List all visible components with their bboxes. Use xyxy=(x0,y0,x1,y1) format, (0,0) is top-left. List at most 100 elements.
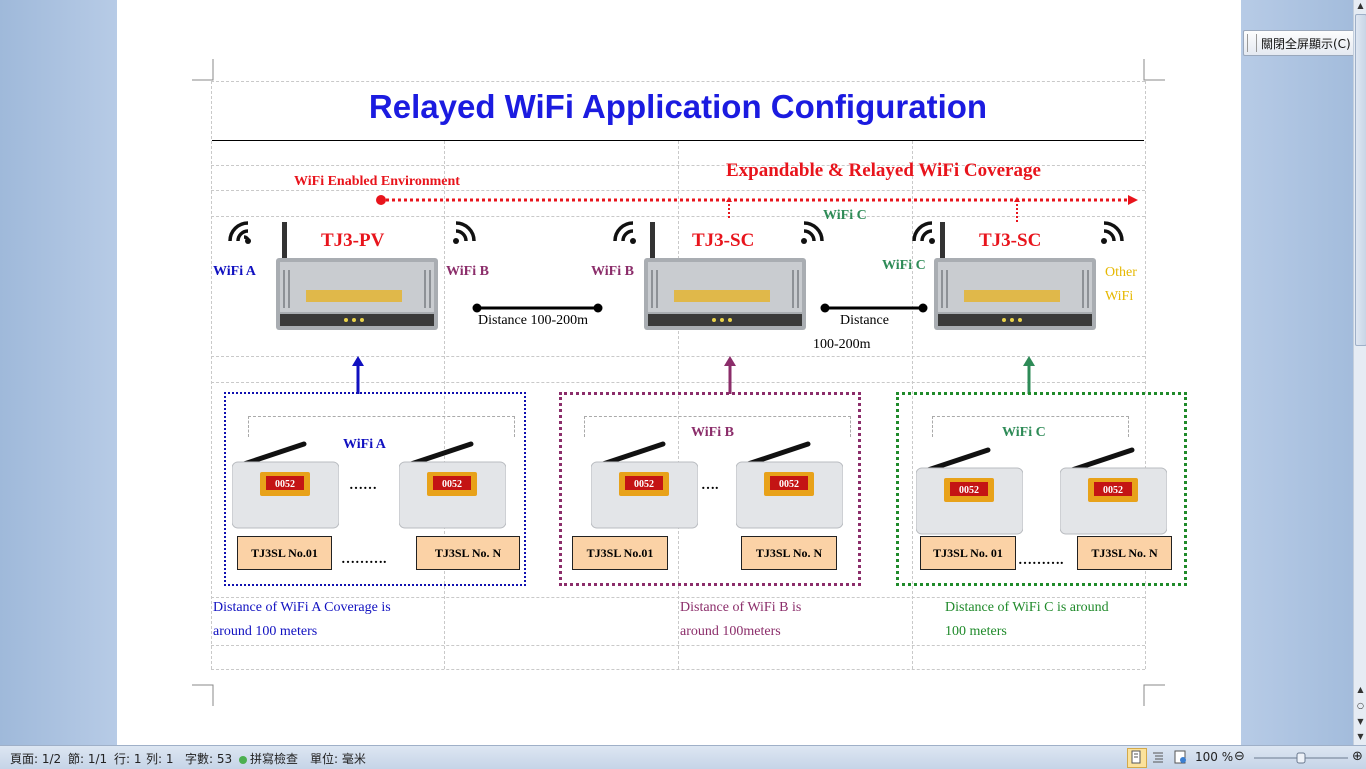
scrollbar-thumb[interactable] xyxy=(1355,14,1366,346)
zone-bracket xyxy=(248,416,515,437)
status-column[interactable]: 列: 1 xyxy=(146,752,174,766)
zone-title-a: WiFi A xyxy=(343,437,386,452)
relay-device-image xyxy=(934,222,1096,330)
sensor-label: TJ3SL No.01 xyxy=(237,536,332,570)
status-bar: 頁面: 1/2 節: 1/1 行: 1 列: 1 字數: 53 拼寫檢查 單位:… xyxy=(0,745,1366,769)
wifi-signal-icon xyxy=(801,221,824,244)
coverage-note-b: Distance of WiFi B is xyxy=(680,600,802,615)
wifi-signal-icon xyxy=(613,221,636,244)
wifi-signal-icon xyxy=(453,221,476,244)
scroll-down-icon[interactable]: ▼ xyxy=(1357,732,1364,741)
relay-device-image xyxy=(644,222,806,330)
coverage-label: Expandable & Relayed WiFi Coverage xyxy=(726,160,1041,181)
wifi-c-label: WiFi C xyxy=(882,258,926,273)
wifi-b-label: WiFi B xyxy=(446,264,489,279)
vertical-scrollbar[interactable]: ▲ ▲ ○ ▼ ▼ xyxy=(1353,0,1366,745)
svg-text:0052: 0052 xyxy=(1103,485,1123,496)
coverage-note-a: Distance of WiFi A Coverage is xyxy=(213,600,391,615)
other-wifi-label-line1: Other xyxy=(1105,265,1137,280)
crop-mark-top-right xyxy=(1143,59,1165,81)
status-page[interactable]: 頁面: 1/2 xyxy=(10,752,62,766)
zoom-level[interactable]: 100 % xyxy=(1195,750,1234,764)
ellipsis: …… xyxy=(349,478,377,493)
zone-title-c: WiFi C xyxy=(1002,425,1046,440)
svg-text:0052: 0052 xyxy=(442,479,462,490)
distance-label: Distance 100-200m xyxy=(478,313,589,328)
environment-label: WiFi Enabled Environment xyxy=(294,174,460,189)
svg-text:0052: 0052 xyxy=(634,479,654,490)
coverage-arrow xyxy=(376,195,1138,224)
distance-connector xyxy=(820,303,928,313)
coverage-note-a: around 100 meters xyxy=(213,624,318,639)
close-fullscreen-label: 關閉全屏顯示(C) xyxy=(1261,36,1351,51)
select-browse-object-icon[interactable]: ○ xyxy=(1357,701,1364,710)
sensor-device-image: 0052 xyxy=(916,447,1023,535)
sensor-device-image: 0052 xyxy=(736,441,843,529)
uplink-arrow xyxy=(352,356,364,394)
workspace-left xyxy=(0,0,117,745)
scroll-prev-page-icon[interactable]: ▲ xyxy=(1357,685,1364,694)
coverage-note-c: 100 meters xyxy=(945,624,1007,639)
close-fullscreen-button[interactable]: 關閉全屏顯示(C) xyxy=(1243,30,1359,56)
distance-label: Distance xyxy=(840,313,889,328)
outline-view-icon[interactable] xyxy=(1149,748,1169,768)
ellipsis: ………. xyxy=(341,552,387,567)
coverage-note-c: Distance of WiFi C is around xyxy=(945,600,1109,615)
wifi-b-label: WiFi B xyxy=(591,264,634,279)
status-unit[interactable]: 單位: 毫米 xyxy=(310,752,366,766)
zone-wifi-a xyxy=(224,392,526,586)
svg-text:0052: 0052 xyxy=(959,485,979,496)
sensor-label: TJ3SL No. N xyxy=(416,536,520,570)
spelling-label: 拼寫檢查 xyxy=(250,752,299,766)
diagram-title: Relayed WiFi Application Configuration xyxy=(368,88,988,125)
sensor-device-image: 0052 xyxy=(232,441,339,529)
zone-bracket xyxy=(932,416,1129,437)
crop-mark-top-left xyxy=(192,59,214,81)
coverage-note-b: around 100meters xyxy=(680,624,781,639)
sensor-device-image: 0052 xyxy=(591,441,698,529)
spell-check-icon xyxy=(239,755,247,764)
svg-text:0052: 0052 xyxy=(275,479,295,490)
distance-connector xyxy=(472,303,603,313)
relay-device-image xyxy=(276,222,438,330)
ellipsis: ………. xyxy=(1018,553,1064,568)
status-spelling[interactable]: 拼寫檢查 xyxy=(239,750,298,767)
scroll-up-icon[interactable]: ▲ xyxy=(1357,1,1364,10)
device-name-tj3-sc-1: TJ3-SC xyxy=(692,230,755,251)
grip-icon xyxy=(1247,34,1257,52)
sensor-label: TJ3SL No.01 xyxy=(572,536,668,570)
crop-mark-bottom-left xyxy=(192,684,214,706)
status-section[interactable]: 節: 1/1 xyxy=(68,752,108,766)
wifi-c-label: WiFi C xyxy=(823,208,867,223)
sensor-device-image: 0052 xyxy=(399,441,506,529)
crop-mark-bottom-right xyxy=(1143,684,1165,706)
zoom-slider[interactable] xyxy=(1252,752,1350,764)
distance-label: 100-200m xyxy=(813,337,871,352)
svg-text:0052: 0052 xyxy=(779,479,799,490)
zone-title-b: WiFi B xyxy=(691,425,734,440)
zone-wifi-b xyxy=(559,392,861,586)
sensor-device-image: 0052 xyxy=(1060,447,1167,535)
workspace-right xyxy=(1241,0,1353,745)
device-name-tj3-sc-2: TJ3-SC xyxy=(979,230,1042,251)
page-view-icon[interactable] xyxy=(1127,748,1147,768)
web-view-icon[interactable] xyxy=(1171,748,1191,768)
uplink-arrow xyxy=(1023,356,1035,394)
zoom-in-icon[interactable]: ⊕ xyxy=(1352,749,1363,764)
title-underline xyxy=(212,140,1144,141)
wifi-signal-icon xyxy=(1101,221,1124,244)
uplink-arrow xyxy=(724,356,736,394)
wifi-signal-icon xyxy=(912,221,935,244)
sensor-label: TJ3SL No. 01 xyxy=(920,536,1016,570)
zone-wifi-c xyxy=(896,392,1187,586)
zoom-out-icon[interactable]: ⊖ xyxy=(1234,749,1245,764)
status-word-count[interactable]: 字數: 53 xyxy=(185,752,233,766)
ellipsis: …. xyxy=(701,478,719,493)
sensor-label: TJ3SL No. N xyxy=(1077,536,1172,570)
wifi-a-label: WiFi A xyxy=(213,264,256,279)
sensor-label: TJ3SL No. N xyxy=(741,536,837,570)
status-row[interactable]: 行: 1 xyxy=(114,752,142,766)
scroll-next-page-icon[interactable]: ▼ xyxy=(1357,717,1364,726)
document-page[interactable] xyxy=(117,0,1241,745)
wifi-signal-icon xyxy=(228,221,251,244)
